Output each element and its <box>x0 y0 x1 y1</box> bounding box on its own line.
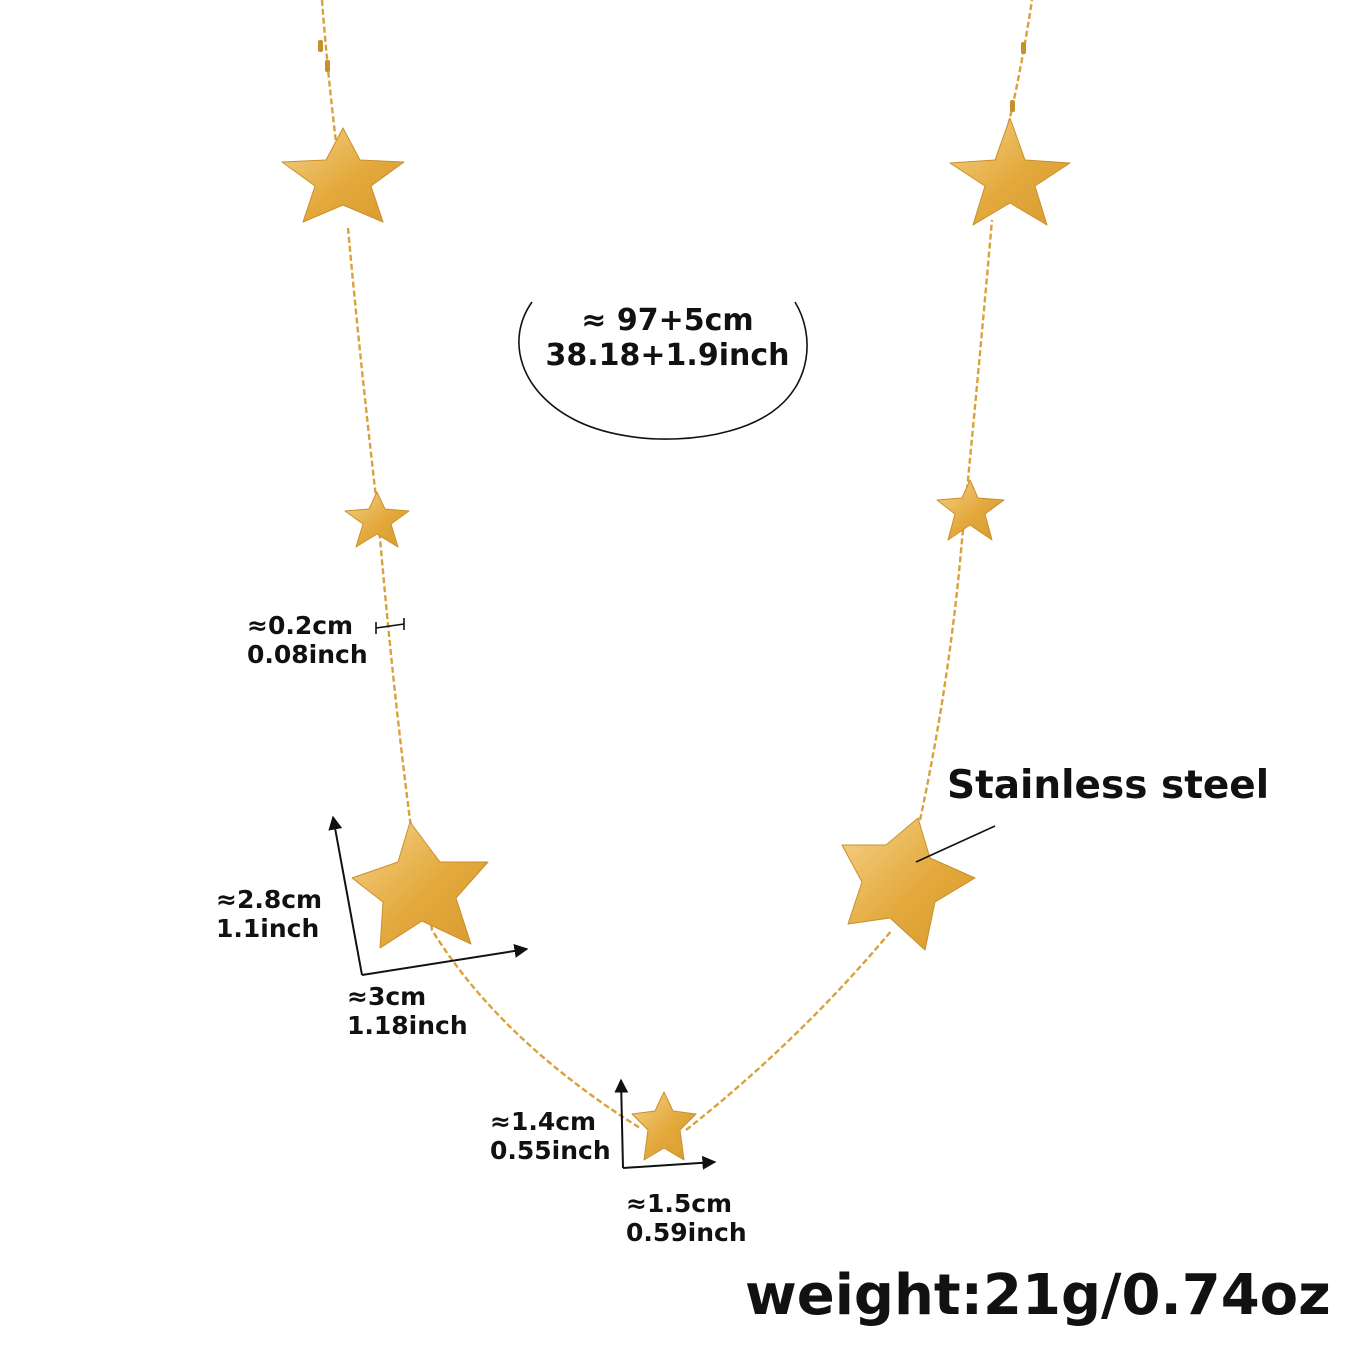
length-label: ≈ 97+5cm 38.18+1.9inch <box>540 303 795 373</box>
weight-label: weight:21g/0.74oz <box>745 1263 1331 1328</box>
large-star-width-cm: ≈3cm <box>347 982 427 1011</box>
star-pendant-icon <box>281 127 405 223</box>
material-label: Stainless steel <box>947 763 1270 808</box>
dimension-arrow-icon <box>614 1078 717 1170</box>
chain-width-cm: ≈0.2cm <box>247 611 354 640</box>
large-star-height-cm: ≈2.8cm <box>216 885 323 914</box>
star-pendant-icon <box>631 1091 697 1161</box>
star-pendant-icon <box>936 479 1005 541</box>
chain-right <box>918 219 994 821</box>
length-cm: ≈ 97+5cm <box>581 303 754 338</box>
star-pendant-icon <box>841 817 976 951</box>
chain-width-inch: 0.08inch <box>247 639 368 669</box>
small-star-width-label: ≈1.5cm 0.59inch <box>626 1189 747 1248</box>
length-inch: 38.18+1.9inch <box>545 337 790 373</box>
chain-links <box>318 40 1026 112</box>
large-star-height-label: ≈2.8cm 1.1inch <box>216 885 323 944</box>
large-star-width-inch: 1.18inch <box>347 1010 468 1040</box>
large-star-width-label: ≈3cm 1.18inch <box>347 982 468 1041</box>
chain-left <box>346 227 641 1130</box>
chain-bottom-right <box>685 929 893 1131</box>
star-pendant-icon <box>344 491 410 548</box>
star-pendant-icon <box>351 821 489 949</box>
small-star-width-inch: 0.59inch <box>626 1217 747 1247</box>
chain <box>320 0 1034 1131</box>
chain-width-marker <box>375 618 405 634</box>
small-star-height-inch: 0.55inch <box>490 1135 611 1165</box>
small-star-height-cm: ≈1.4cm <box>490 1107 597 1136</box>
large-star-height-inch: 1.1inch <box>216 913 320 943</box>
dimension-arrow-icon <box>328 815 529 976</box>
small-star-width-cm: ≈1.5cm <box>626 1189 733 1218</box>
small-star-height-label: ≈1.4cm 0.55inch <box>490 1107 611 1166</box>
chain-width-label: ≈0.2cm 0.08inch <box>247 611 368 670</box>
star-pendant-icon <box>949 117 1071 226</box>
length-oval <box>518 301 808 440</box>
material-leader-line <box>915 825 996 863</box>
